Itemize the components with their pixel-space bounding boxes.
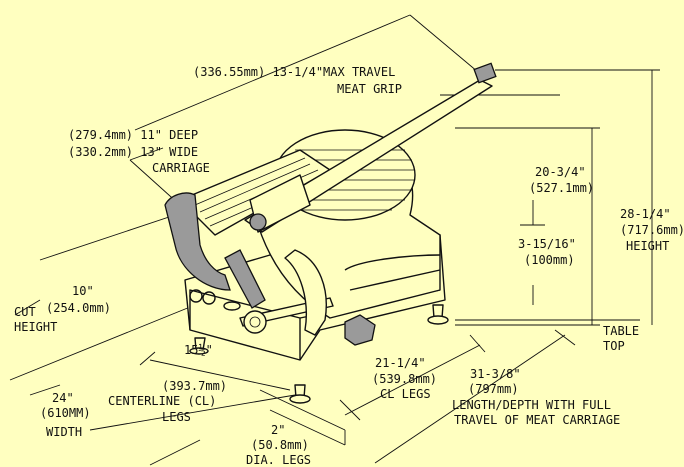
label-cl15-4: LEGS [162,410,191,424]
label-cl15-1: 15½" [184,343,213,357]
power-button [189,289,203,303]
label-height-3-1: 3-15/16" [518,237,576,251]
label-height-28-2: (717.6mm) [620,223,684,237]
carriage-end-plate [164,192,231,291]
label-dia-3: DIA. LEGS [246,453,311,467]
label-carriage-3: CARRIAGE [152,161,210,175]
label-dia-2: (50.8mm) [251,438,309,452]
label-len-4: TRAVEL OF MEAT CARRIAGE [454,413,620,427]
label-len-3: LENGTH/DEPTH WITH FULL [452,398,611,412]
slicer-machine [164,62,497,404]
label-carriage-2: (330.2mm) 13" WIDE [68,145,198,159]
label-height-28-1: 28-1/4" [620,207,671,221]
label-height-20-2: (527.1mm) [529,181,594,195]
label-table-2: TOP [603,339,625,353]
carriage-support [284,249,327,336]
label-cl21-2: (539.8mm) [372,372,437,386]
label-height-28-3: HEIGHT [626,239,669,253]
label-cut-4: HEIGHT [14,320,57,334]
label-len-2: (797mm) [468,382,519,396]
label-carriage-1: (279.4mm) 11" DEEP [68,128,198,142]
label-cl21-3: CL LEGS [380,387,431,401]
stop-button [202,291,216,305]
label-cut-2: (254.0mm) [46,301,111,315]
dimension-labels: (336.55mm) 13-1/4"MAX TRAVEL MEAT GRIP (… [14,65,684,467]
label-cl21-1: 21-1/4" [375,356,426,370]
label-len-1: 31-3/8" [470,367,521,381]
label-table-1: TABLE [603,324,639,338]
label-width-2: (610MM) [40,406,91,420]
badge-plate [223,301,241,311]
label-max-travel-1: (336.55mm) 13-1/4"MAX TRAVEL [193,65,395,79]
meat-grip-handle [473,62,497,84]
label-width-1: 24" [52,391,74,405]
carriage-handle [224,249,266,309]
dimension-lines [9,14,660,466]
control-knob [344,314,376,346]
label-cut-3: CUT [14,305,36,319]
label-cut-1: 10" [72,284,94,298]
label-dia-1: 2" [271,423,285,437]
label-width-3: WIDTH [46,425,82,439]
label-cl15-3: CENTERLINE (CL) [108,394,216,408]
label-cl15-2: (393.7mm) [162,379,227,393]
label-max-travel-2: MEAT GRIP [337,82,402,96]
label-height-20-1: 20-3/4" [535,165,586,179]
label-height-3-2: (100mm) [524,253,575,267]
